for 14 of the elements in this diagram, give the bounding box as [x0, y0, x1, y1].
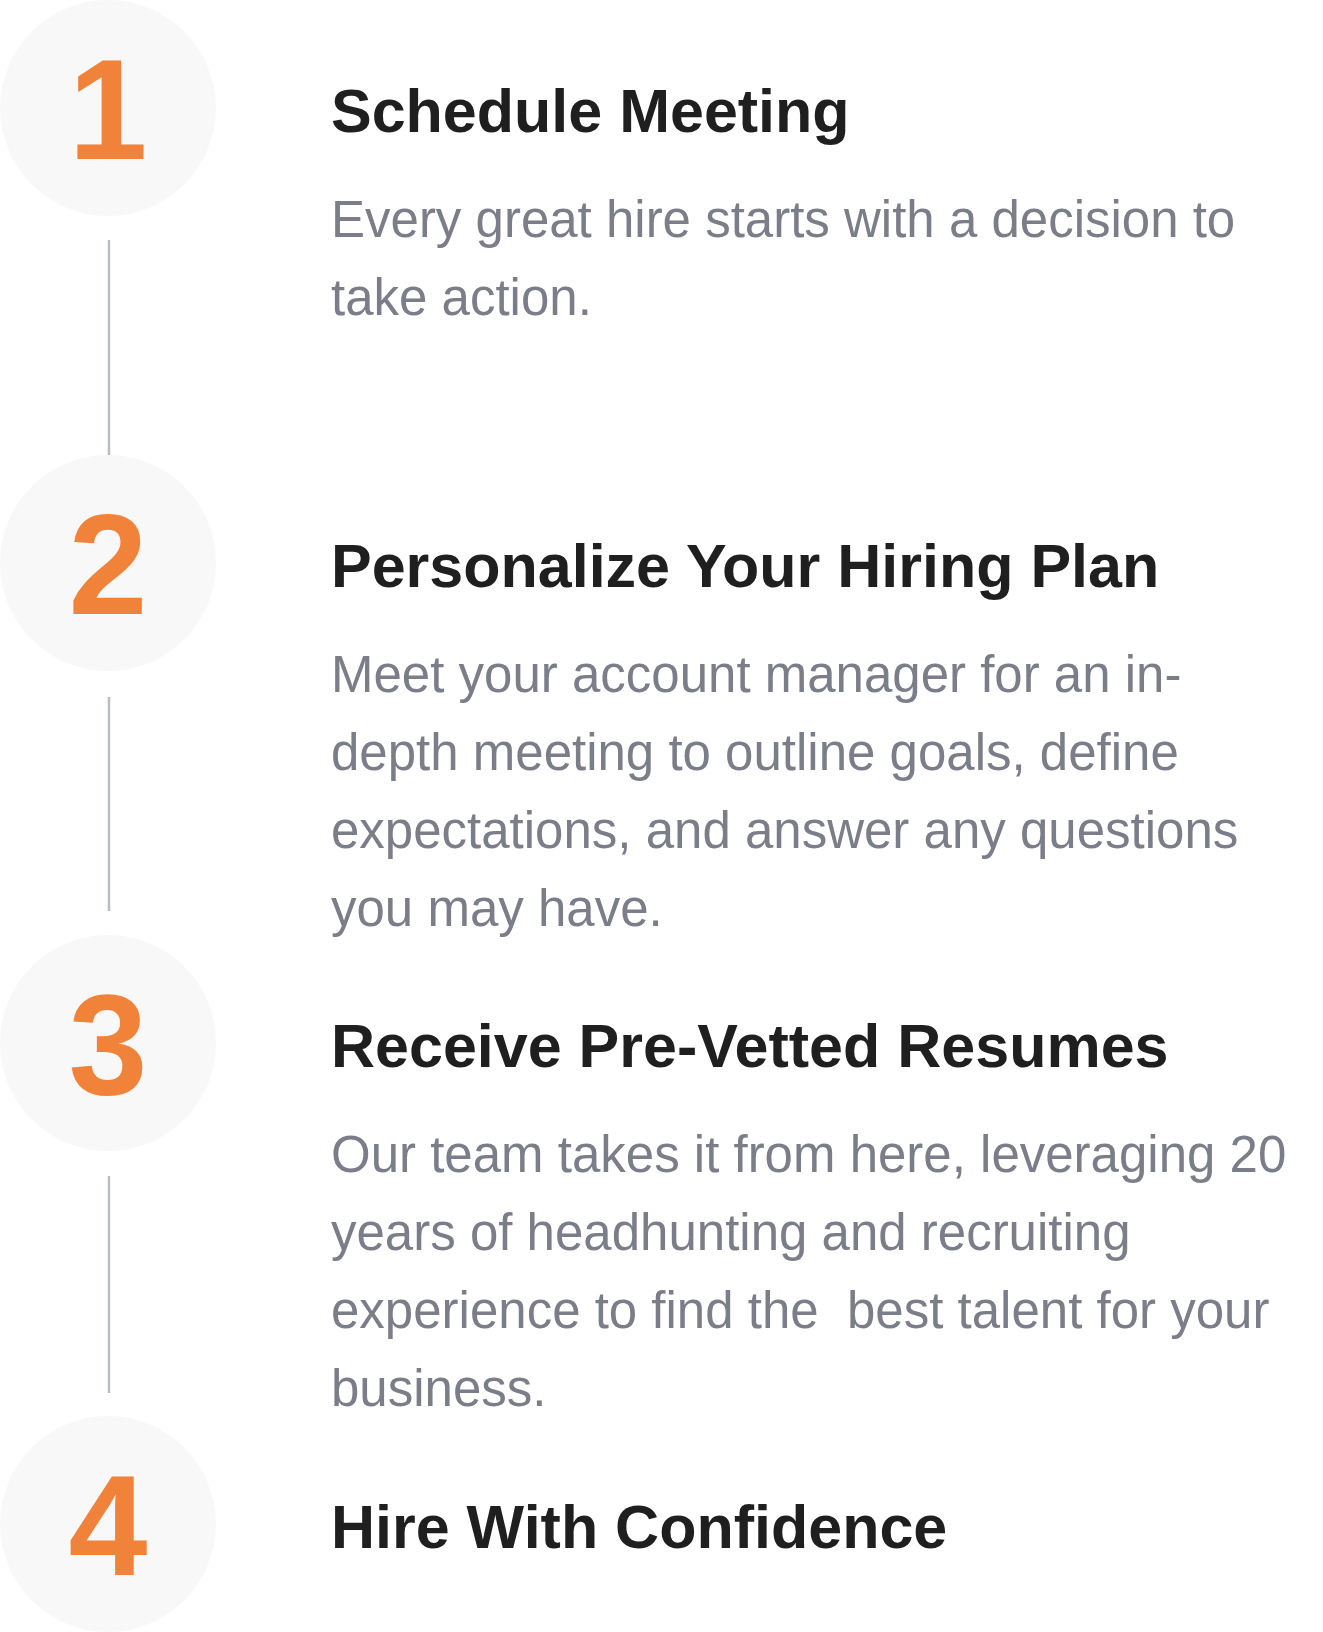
step-heading: Personalize Your Hiring Plan [331, 531, 1161, 602]
step-number: 2 [68, 493, 148, 636]
step-description: Our team takes it from here, leveraging 20 years of headhunting and recruiting experience to find the best talent for your business. [331, 1125, 1288, 1419]
connector-line [107, 240, 111, 455]
step-heading: Schedule Meeting [331, 76, 851, 147]
step-description: Meet your account manager for an in-depth meeting to outline goals, define expectations, and answer any questions you may have. [331, 645, 1240, 939]
step-heading: Receive Pre-Vetted Resumes [331, 1011, 1170, 1082]
step-number: 4 [68, 1454, 148, 1597]
step-description: Every great hire starts with a decision to take action. [331, 190, 1237, 328]
connector-line [107, 1176, 111, 1393]
connector-line [107, 697, 111, 911]
step-heading: Hire With Confidence [331, 1492, 949, 1563]
step-number: 3 [68, 973, 148, 1116]
step-number: 1 [68, 38, 148, 181]
